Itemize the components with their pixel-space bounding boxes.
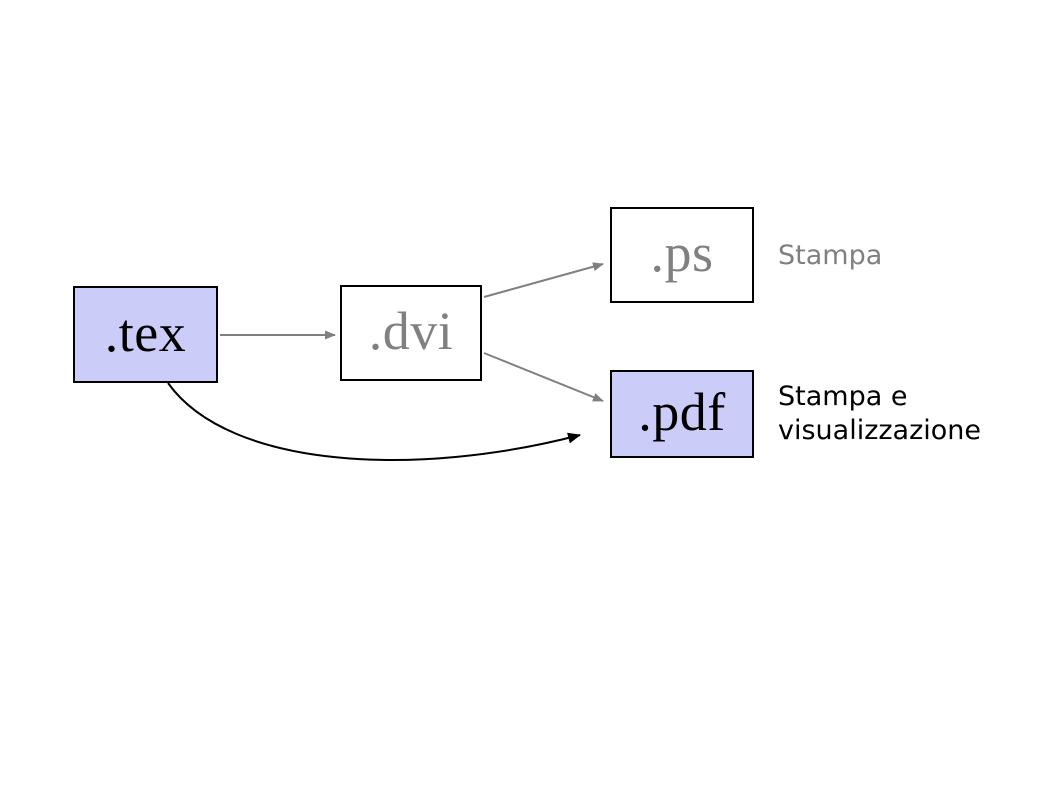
node-ps-label: .ps	[650, 223, 714, 283]
node-tex-label: .tex	[104, 302, 187, 363]
edge-dvi-to-pdf	[483, 352, 604, 402]
edge-dvi-to-ps	[483, 262, 604, 298]
node-dvi[interactable]: .dvi	[340, 285, 482, 381]
node-tex[interactable]: .tex	[73, 286, 218, 383]
annotation-pdf-note: Stampa e visualizzazione	[778, 381, 982, 447]
annotation-ps-note: Stampa	[778, 240, 883, 271]
node-pdf[interactable]: .pdf	[610, 370, 754, 458]
edge-tex-to-pdf	[167, 382, 581, 461]
node-dvi-label: .dvi	[368, 301, 454, 361]
node-pdf-label: .pdf	[638, 382, 726, 442]
node-ps[interactable]: .ps	[610, 207, 754, 303]
